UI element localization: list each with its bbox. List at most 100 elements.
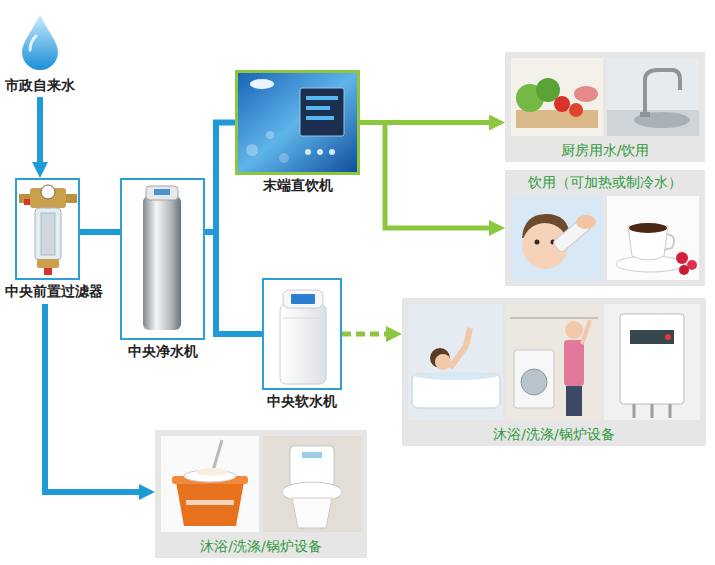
device-ground bbox=[122, 180, 203, 338]
water-source: 市政自来水 bbox=[20, 14, 60, 70]
boiler-light bbox=[665, 334, 671, 340]
photo-faucet bbox=[607, 58, 699, 136]
bubble bbox=[279, 153, 289, 163]
button bbox=[317, 149, 323, 155]
pipe-connector bbox=[80, 229, 120, 235]
filter-mesh bbox=[41, 213, 55, 255]
device-box: 末端直饮机 bbox=[235, 70, 360, 175]
usage-label: 沐浴/洗涤/锅炉设备 bbox=[493, 425, 614, 443]
machine-panel bbox=[238, 73, 357, 172]
panel-ground bbox=[155, 430, 367, 558]
device-ground bbox=[17, 180, 78, 278]
cutting-board bbox=[516, 110, 598, 128]
face bbox=[565, 321, 583, 339]
pipe-connector bbox=[205, 123, 235, 233]
drain-valve bbox=[44, 268, 52, 275]
arm bbox=[450, 328, 470, 368]
pipe bbox=[65, 194, 77, 203]
sink bbox=[634, 112, 690, 128]
pipe bbox=[669, 404, 672, 418]
screen-line bbox=[306, 106, 330, 110]
valve-display bbox=[154, 189, 170, 195]
filter-bowl bbox=[35, 208, 61, 260]
usage-panel: 沐浴/洗涤/锅炉设备 bbox=[402, 298, 706, 446]
photo-boiler bbox=[604, 304, 700, 420]
hand bbox=[576, 215, 596, 229]
clothesline bbox=[510, 318, 598, 319]
drop-highlight bbox=[30, 36, 36, 50]
bubble bbox=[246, 144, 258, 156]
mop-bucket bbox=[176, 482, 244, 526]
softener-cabinet bbox=[280, 304, 326, 384]
pressure-gauge bbox=[41, 185, 55, 199]
display-screen bbox=[300, 88, 344, 136]
faucet-base bbox=[640, 112, 650, 117]
brand-logo bbox=[250, 79, 274, 89]
device-label: 中央软水机 bbox=[267, 392, 337, 410]
arm bbox=[582, 320, 590, 344]
toilet-tank bbox=[290, 446, 334, 486]
valve-head bbox=[146, 186, 178, 200]
washer-door bbox=[521, 369, 547, 395]
baby-eye bbox=[535, 240, 540, 245]
pipe-connector bbox=[360, 123, 497, 229]
photo-vegetables bbox=[511, 58, 603, 136]
button bbox=[305, 149, 311, 155]
panel-ground bbox=[402, 298, 706, 446]
device-label: 末端直饮机 bbox=[263, 176, 333, 194]
pipe-connector bbox=[342, 332, 394, 337]
pipe-connector bbox=[205, 232, 262, 334]
steel-cylinder bbox=[143, 196, 181, 330]
device-label: 中央前置过滤器 bbox=[5, 282, 103, 300]
toilet-base bbox=[292, 498, 332, 528]
drop-shape bbox=[22, 15, 58, 70]
photo-baby bbox=[511, 196, 603, 280]
bowl-cap bbox=[37, 259, 59, 268]
pipe-connector bbox=[45, 304, 147, 492]
boiler-panel bbox=[630, 330, 674, 344]
meat bbox=[574, 86, 598, 102]
counter bbox=[607, 110, 699, 136]
photo-laundry bbox=[506, 304, 601, 420]
red-knob bbox=[24, 199, 30, 205]
device-label: 市政自来水 bbox=[5, 76, 75, 94]
device-box: 中央净水机 bbox=[120, 178, 205, 340]
coffee bbox=[629, 223, 667, 233]
button bbox=[329, 149, 335, 155]
berry bbox=[676, 252, 688, 264]
photo-coffee bbox=[607, 196, 699, 280]
pipe bbox=[651, 404, 654, 418]
bucket-band bbox=[186, 500, 234, 505]
face bbox=[435, 354, 451, 370]
device-ground bbox=[264, 280, 340, 388]
pipe bbox=[633, 404, 636, 418]
device-box: 中央前置过滤器 bbox=[15, 178, 80, 280]
bath-water bbox=[416, 372, 496, 380]
screen-line bbox=[306, 96, 338, 100]
usage-label: 饮用（可加热或制冷水） bbox=[528, 173, 682, 191]
panel-ground bbox=[505, 170, 705, 286]
berry bbox=[679, 265, 689, 275]
usage-panel: 沐浴/洗涤/锅炉设备 bbox=[155, 430, 367, 558]
softener-display bbox=[291, 294, 315, 304]
photo-mop bbox=[161, 436, 259, 532]
photo-toilet bbox=[263, 436, 361, 532]
bubble bbox=[266, 131, 274, 139]
usage-label: 沐浴/洗涤/锅炉设备 bbox=[200, 537, 321, 555]
water-drop bbox=[20, 14, 60, 70]
tomato bbox=[554, 96, 570, 112]
screen-line bbox=[306, 116, 334, 120]
usage-panel: 厨房用水/饮用 bbox=[505, 52, 705, 162]
tomato bbox=[569, 103, 583, 117]
mop-head bbox=[196, 468, 228, 476]
washing-machine bbox=[514, 350, 554, 408]
pipe-connector bbox=[37, 97, 43, 170]
photo-bath bbox=[408, 304, 503, 420]
boiler bbox=[620, 314, 684, 404]
usage-label: 厨房用水/饮用 bbox=[561, 141, 650, 159]
device-label: 中央净水机 bbox=[128, 342, 198, 360]
device-box: 中央软水机 bbox=[262, 278, 342, 390]
toilet-panel bbox=[302, 452, 322, 458]
softener-head bbox=[283, 290, 323, 308]
cup-handle bbox=[664, 234, 674, 250]
